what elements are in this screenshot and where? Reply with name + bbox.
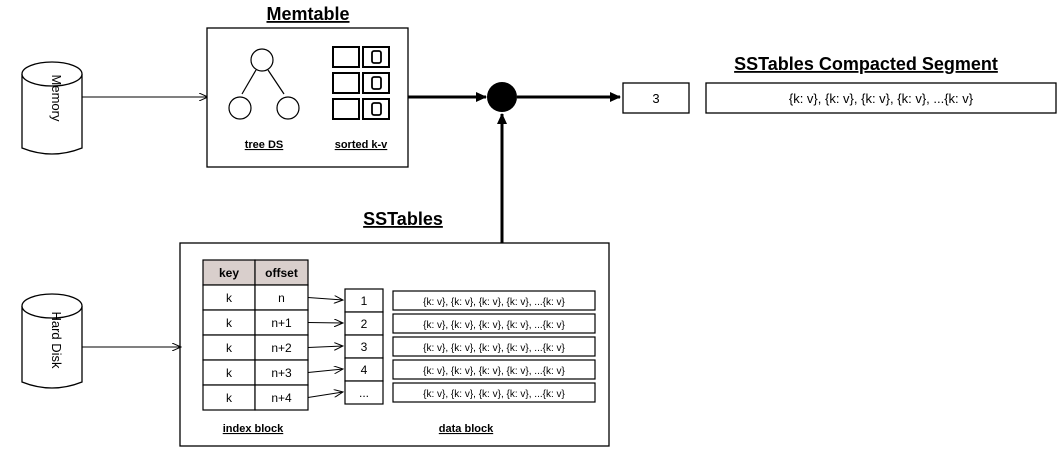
index-offset: n+4 xyxy=(271,391,292,405)
record-cell xyxy=(392,313,596,334)
index-header-offset: offset xyxy=(265,266,298,280)
index-key: k xyxy=(226,341,233,355)
sorted-kv-label: sorted k-v xyxy=(335,139,388,151)
offset-pointer-arrow xyxy=(307,369,343,373)
block-id: 2 xyxy=(361,317,368,331)
index-offset: n+3 xyxy=(271,366,292,380)
tree-ds-label: tree DS xyxy=(245,139,284,151)
sorted-kv-icon xyxy=(332,46,390,120)
tree-ds-icon xyxy=(228,48,300,120)
memtable-title: Memtable xyxy=(266,4,349,24)
record-text: {k: v}, {k: v}, {k: v}, {k: v}, ...{k: v… xyxy=(423,343,565,354)
index-offset: n+2 xyxy=(271,341,292,355)
record-cell xyxy=(392,382,596,403)
record-cell xyxy=(392,290,596,311)
compacted-id-label: 3 xyxy=(652,91,659,106)
index-offset: n xyxy=(278,291,285,305)
index-key-cell xyxy=(202,359,256,386)
index-header-cell xyxy=(254,259,309,286)
index-table: key offset k n k n+1 k n+2 k n+3 k n+4 xyxy=(202,259,309,411)
block-id: 1 xyxy=(361,294,368,308)
index-key-cell xyxy=(202,309,256,336)
index-arrows xyxy=(307,298,343,398)
block-id: 3 xyxy=(361,340,368,354)
record-text: {k: v}, {k: v}, {k: v}, {k: v}, ...{k: v… xyxy=(423,297,565,308)
record-text: {k: v}, {k: v}, {k: v}, {k: v}, ...{k: v… xyxy=(423,389,565,400)
offset-pointer-arrow xyxy=(307,392,343,398)
hard-disk-storage-icon xyxy=(21,293,83,389)
hard-disk-label: Hard Disk xyxy=(49,311,64,369)
index-offset: n+1 xyxy=(271,316,292,330)
offset-pointer-arrow xyxy=(307,346,343,348)
record-text: {k: v}, {k: v}, {k: v}, {k: v}, ...{k: v… xyxy=(423,320,565,331)
merge-node xyxy=(487,82,517,112)
compacted-id-box xyxy=(622,82,690,114)
index-key-cell xyxy=(202,284,256,311)
offset-pointer-arrow xyxy=(307,298,343,301)
block-id: ... xyxy=(359,386,369,400)
index-key: k xyxy=(226,316,233,330)
sstables-title: SSTables xyxy=(363,209,443,229)
compacted-record-label: {k: v}, {k: v}, {k: v}, {k: v}, ...{k: v… xyxy=(789,91,974,106)
data-block-records: {k: v}, {k: v}, {k: v}, {k: v}, ...{k: v… xyxy=(392,290,596,403)
index-block-label: index block xyxy=(223,423,284,435)
index-key: k xyxy=(226,391,233,405)
index-key: k xyxy=(226,366,233,380)
memory-label: Memory xyxy=(49,75,64,122)
index-offset-cell xyxy=(254,359,309,386)
compacted-segment-title: SSTables Compacted Segment xyxy=(734,54,998,74)
index-header-cell xyxy=(202,259,256,286)
index-header-key: key xyxy=(219,266,239,280)
index-key: k xyxy=(226,291,233,305)
data-block-label: data block xyxy=(439,423,494,435)
index-key-cell xyxy=(202,334,256,361)
record-cell xyxy=(392,359,596,380)
index-offset-cell xyxy=(254,384,309,411)
block-id-cell xyxy=(344,380,384,405)
compacted-record-box xyxy=(705,82,1057,114)
memory-storage-icon xyxy=(21,61,83,155)
record-text: {k: v}, {k: v}, {k: v}, {k: v}, ...{k: v… xyxy=(423,366,565,377)
offset-pointer-arrow xyxy=(307,323,343,324)
data-block-ids: 1 2 3 4... xyxy=(344,288,384,405)
index-offset-cell xyxy=(254,334,309,361)
block-id: 4 xyxy=(361,363,368,377)
record-cell xyxy=(392,336,596,357)
